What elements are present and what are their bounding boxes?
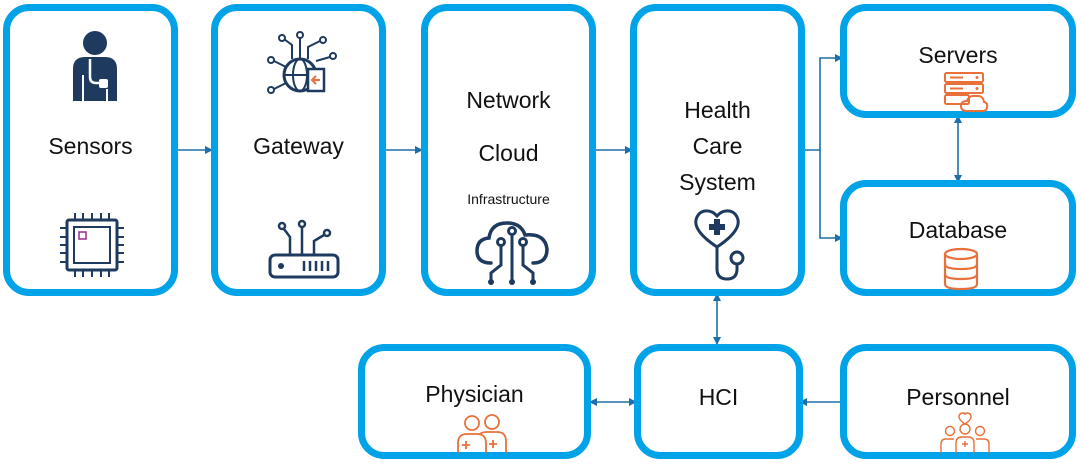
medical-team-icon <box>940 412 990 453</box>
network-cloud-line3: Infrastructure <box>467 191 550 207</box>
server-cloud-icon <box>944 72 989 112</box>
database-label: Database <box>908 217 1008 243</box>
servers-box: Servers <box>840 4 1076 118</box>
router-icon <box>268 219 340 279</box>
arrow-health-care-to-servers <box>804 54 843 151</box>
gateway-label: Gateway <box>253 133 344 159</box>
person-with-sensor-icon <box>73 31 117 101</box>
network-cloud-line2: Cloud <box>478 140 539 166</box>
sensors-label: Sensors <box>48 133 133 159</box>
health-care-system-box: Health Care System <box>630 4 805 296</box>
sensors-box: Sensors <box>3 4 178 296</box>
health-care-line3: System <box>679 169 756 195</box>
database-icon <box>943 247 979 291</box>
health-care-line1: Health <box>684 97 751 123</box>
network-gateway-icon <box>267 31 337 94</box>
cloud-circuit-icon <box>475 221 549 285</box>
doctors-icon <box>457 414 507 453</box>
physician-label: Physician <box>425 381 524 407</box>
network-cloud-box: Network Cloud Infrastructure <box>421 4 596 296</box>
hci-box: HCI <box>634 344 803 459</box>
personnel-label: Personnel <box>906 384 1010 410</box>
health-care-line2: Care <box>692 133 743 159</box>
gateway-box: Gateway <box>211 4 386 296</box>
servers-label: Servers <box>918 42 998 68</box>
stethoscope-heart-icon <box>694 209 745 281</box>
network-cloud-line1: Network <box>466 87 551 113</box>
database-box: Database <box>840 180 1076 296</box>
physician-box: Physician <box>358 344 591 459</box>
personnel-box: Personnel <box>840 344 1076 459</box>
microchip-icon <box>60 213 124 277</box>
hci-label: HCI <box>698 384 739 410</box>
arrow-health-care-to-database <box>819 150 843 242</box>
